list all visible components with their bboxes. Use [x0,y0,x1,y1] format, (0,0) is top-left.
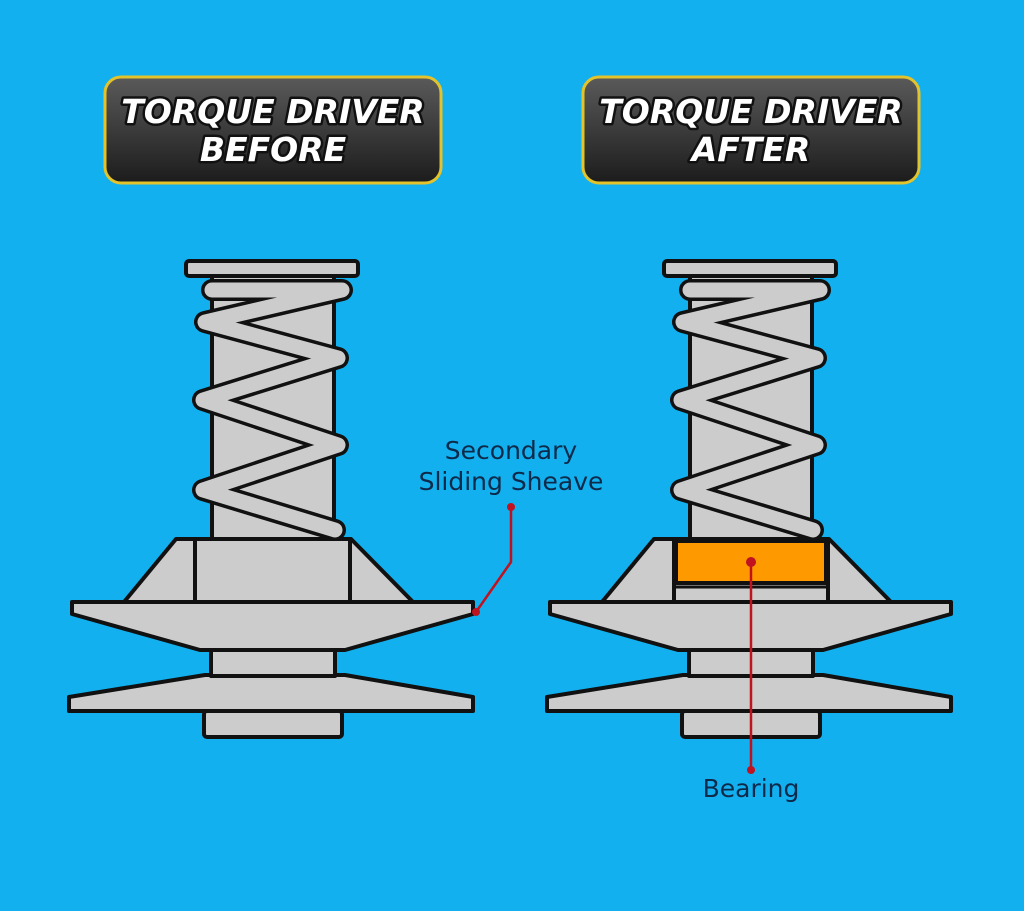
title-after-line1: TORQUE DRIVER [599,92,902,131]
top-cap-before [184,259,360,278]
fixed-sheave-after [545,673,953,713]
title-after-line2: AFTER [689,130,811,169]
torque-driver-before [67,259,475,739]
callout-sheave-line1: Secondary [445,436,578,465]
title-badge-after: TORQUE DRIVER AFTER [581,75,921,185]
torque-driver-after [545,259,953,739]
title-before-line1: TORQUE DRIVER [121,92,424,131]
callout-sliding-sheave: Secondary Sliding Sheave [419,436,604,616]
sliding-sheave-disk-before [70,600,475,652]
title-before-line2: BEFORE [200,130,347,169]
callout-sheave-leader [474,507,513,613]
title-badge-before: TORQUE DRIVER BEFORE [103,75,443,185]
callout-bearing: Bearing [703,557,800,803]
fixed-sheave-before [67,673,475,713]
mid-shaft-before [209,648,337,678]
sliding-sheave-hub-before [122,537,415,604]
lower-shaft-before [202,709,344,739]
callout-sheave-line2: Sliding Sheave [419,467,604,496]
callout-bearing-label: Bearing [703,774,800,803]
top-cap-after [662,259,838,278]
